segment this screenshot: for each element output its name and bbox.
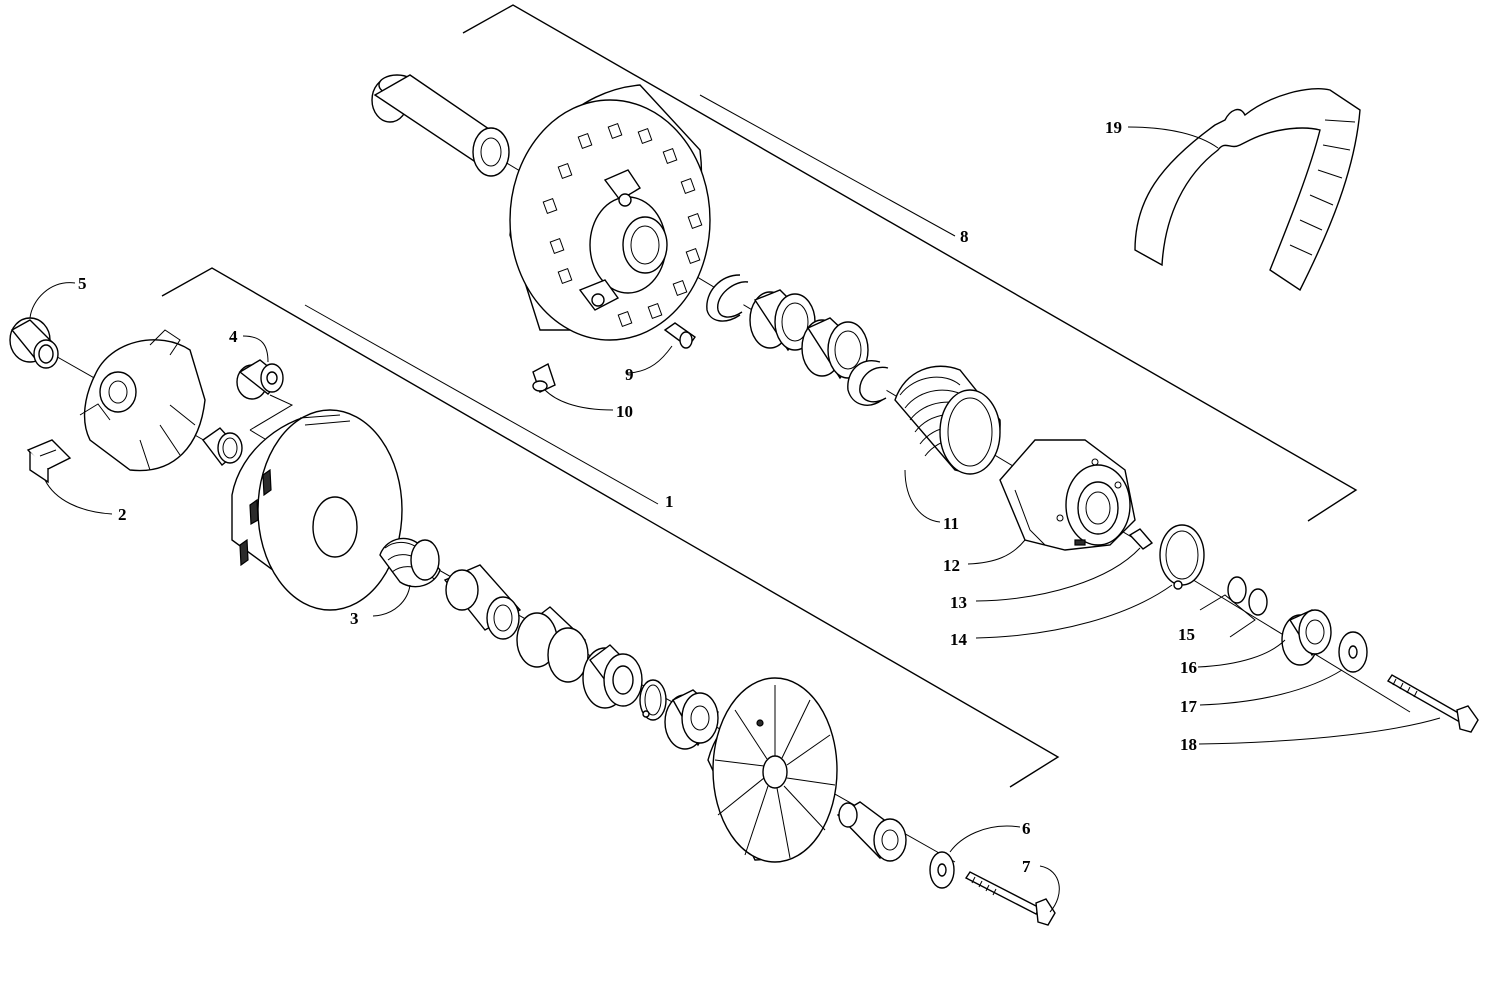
part-ring-large (749, 289, 816, 352)
part-16-bushing (1281, 609, 1332, 666)
part-tube (443, 564, 522, 640)
part-bearing (582, 644, 643, 709)
callout-14: 14 (950, 630, 968, 649)
part-spider-cover (79, 329, 206, 472)
part-5-bushing (9, 317, 59, 369)
part-1-moveable-sheave (231, 409, 403, 611)
callout-1: 1 (665, 492, 674, 511)
part-bearing-ring-top (801, 317, 869, 380)
callout-9: 9 (625, 365, 634, 384)
callout-11: 11 (943, 514, 959, 533)
callout-8: 8 (960, 227, 969, 246)
part-12-cam (999, 439, 1136, 551)
callout-3: 3 (350, 609, 359, 628)
callout-4: 4 (229, 327, 238, 346)
callout-19: 19 (1105, 118, 1122, 137)
bracket-assembly-1 (161, 267, 1060, 788)
part-shaft-sleeve (371, 74, 510, 177)
part-split-ring-top (706, 274, 749, 322)
part-18-bolt (1387, 674, 1479, 733)
callout-16: 16 (1180, 658, 1197, 677)
part-13-dowel (1128, 528, 1154, 550)
callout-6: 6 (1022, 819, 1031, 838)
part-split-ring-2 (847, 360, 889, 406)
callout-10: 10 (616, 402, 633, 421)
bracket-assembly-8 (462, 4, 1358, 522)
part-14-retaining-ring (1159, 524, 1205, 590)
part-ring-small (202, 427, 243, 467)
part-6-washer (929, 851, 955, 889)
callout-18: 18 (1180, 735, 1197, 754)
part-spacer (664, 689, 719, 750)
part-15-clips (1199, 576, 1268, 638)
leader-lines (29, 94, 1441, 913)
callout-5: 5 (78, 274, 87, 293)
callout-17: 17 (1180, 697, 1198, 716)
part-11-spring (894, 365, 1001, 475)
part-7-bolt (964, 871, 1056, 926)
callout-2: 2 (118, 505, 127, 524)
part-fixed-bushing (836, 801, 907, 862)
part-17-washer (1338, 631, 1368, 673)
callout-7: 7 (1022, 857, 1031, 876)
callout-13: 13 (950, 593, 967, 612)
callout-12: 12 (943, 556, 960, 575)
callout-labels: 1 2 3 4 5 6 7 8 9 10 11 12 13 14 15 16 1… (78, 118, 1198, 876)
part-3-spring (379, 537, 441, 588)
part-fixed-sheave (707, 677, 838, 863)
callout-15: 15 (1178, 625, 1195, 644)
part-bearing-ring (516, 606, 589, 683)
part-9-roller (663, 322, 696, 349)
part-snap-ring (639, 679, 667, 721)
part-8-driven-sheave (509, 84, 711, 341)
part-2-clip (26, 439, 72, 484)
part-10-pin (532, 362, 556, 393)
part-4-roller (236, 359, 294, 446)
part-19-belt (1134, 88, 1361, 292)
